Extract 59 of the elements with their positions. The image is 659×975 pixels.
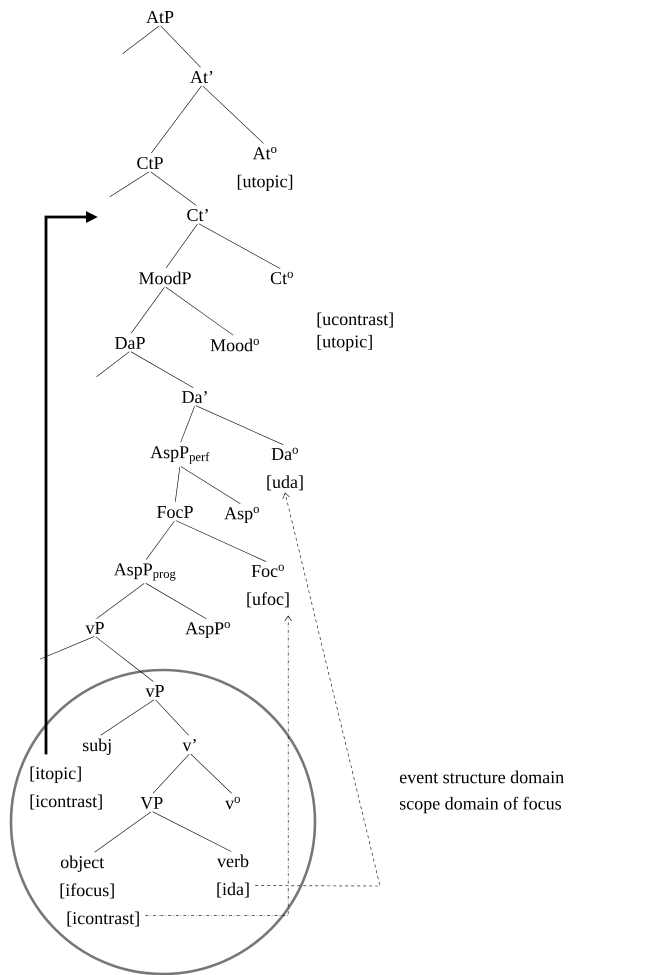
branch-line: [196, 405, 284, 445]
branch-line: [96, 636, 154, 682]
category-label: v$^{o}$: [225, 796, 240, 810]
category-label: CtP: [137, 156, 163, 170]
category-label: subj [itopic] [icontrast]: [30, 738, 111, 810]
category-label: Mood$^{o}$: [210, 338, 259, 352]
category-label: Asp$^{o}$: [224, 507, 259, 524]
branch-line: [202, 86, 264, 144]
category-label: At$^{o}$ [utopic]: [238, 147, 292, 192]
branch-line: [94, 812, 152, 852]
branch-line: [150, 86, 202, 154]
feature-label: [utopic]: [318, 334, 372, 352]
branch-line: [96, 352, 130, 378]
category-label: Ct$^{o}$: [270, 272, 293, 284]
branch-line: [96, 583, 144, 619]
branch-line: [146, 583, 207, 620]
branch-line: [100, 699, 154, 736]
agree-arrow: [254, 492, 380, 886]
category-label: Foc$^{o}$ [ufoc]: [247, 564, 289, 608]
branch-line: [130, 287, 165, 334]
category-label: Ct’: [187, 208, 208, 222]
branch-line: [176, 520, 266, 562]
category-label: v’: [182, 738, 196, 752]
category-label: FocP: [157, 506, 193, 518]
branch-line: [190, 754, 232, 794]
branch-line: [180, 466, 241, 504]
branch-line: [152, 754, 190, 794]
category-label: object [ifocus] [icontrast]: [60, 856, 139, 926]
category-label: Da’: [182, 390, 207, 404]
branch-line: [155, 700, 189, 736]
branch-line: [109, 171, 150, 198]
domain-note: scope domain of focus: [400, 796, 562, 814]
category-label: AspP$_{perf}$: [150, 446, 210, 464]
branch-line: [40, 636, 94, 660]
branch-line: [146, 520, 175, 560]
branch-line: [198, 223, 281, 269]
category-label: DaP: [115, 337, 145, 349]
branch-line: [174, 466, 180, 502]
branch-line: [160, 26, 201, 68]
branch-line: [166, 286, 234, 336]
branch-line: [130, 351, 194, 388]
category-label: MoodP: [139, 272, 191, 284]
category-label: vP: [86, 622, 104, 634]
category-label: verb [ida]: [217, 854, 249, 898]
category-label: AspP$_{prog}$: [114, 563, 176, 581]
category-label: Da$^{o}$ [uda]: [267, 448, 303, 490]
category-label: VP: [140, 796, 162, 810]
agree-arrow: [145, 616, 292, 916]
category-label: At’: [190, 70, 212, 84]
branch-line: [152, 811, 232, 852]
branch-line: [180, 406, 195, 442]
category-label: AtP: [146, 10, 174, 24]
branch-line: [122, 26, 160, 54]
domain-note: event structure domain: [400, 770, 564, 784]
branch-line: [150, 172, 197, 206]
branch-line: [166, 224, 198, 268]
category-label: AspP$^{o}$: [185, 622, 230, 638]
category-label: vP: [146, 685, 164, 697]
feature-label: [ucontrast]: [318, 312, 393, 328]
